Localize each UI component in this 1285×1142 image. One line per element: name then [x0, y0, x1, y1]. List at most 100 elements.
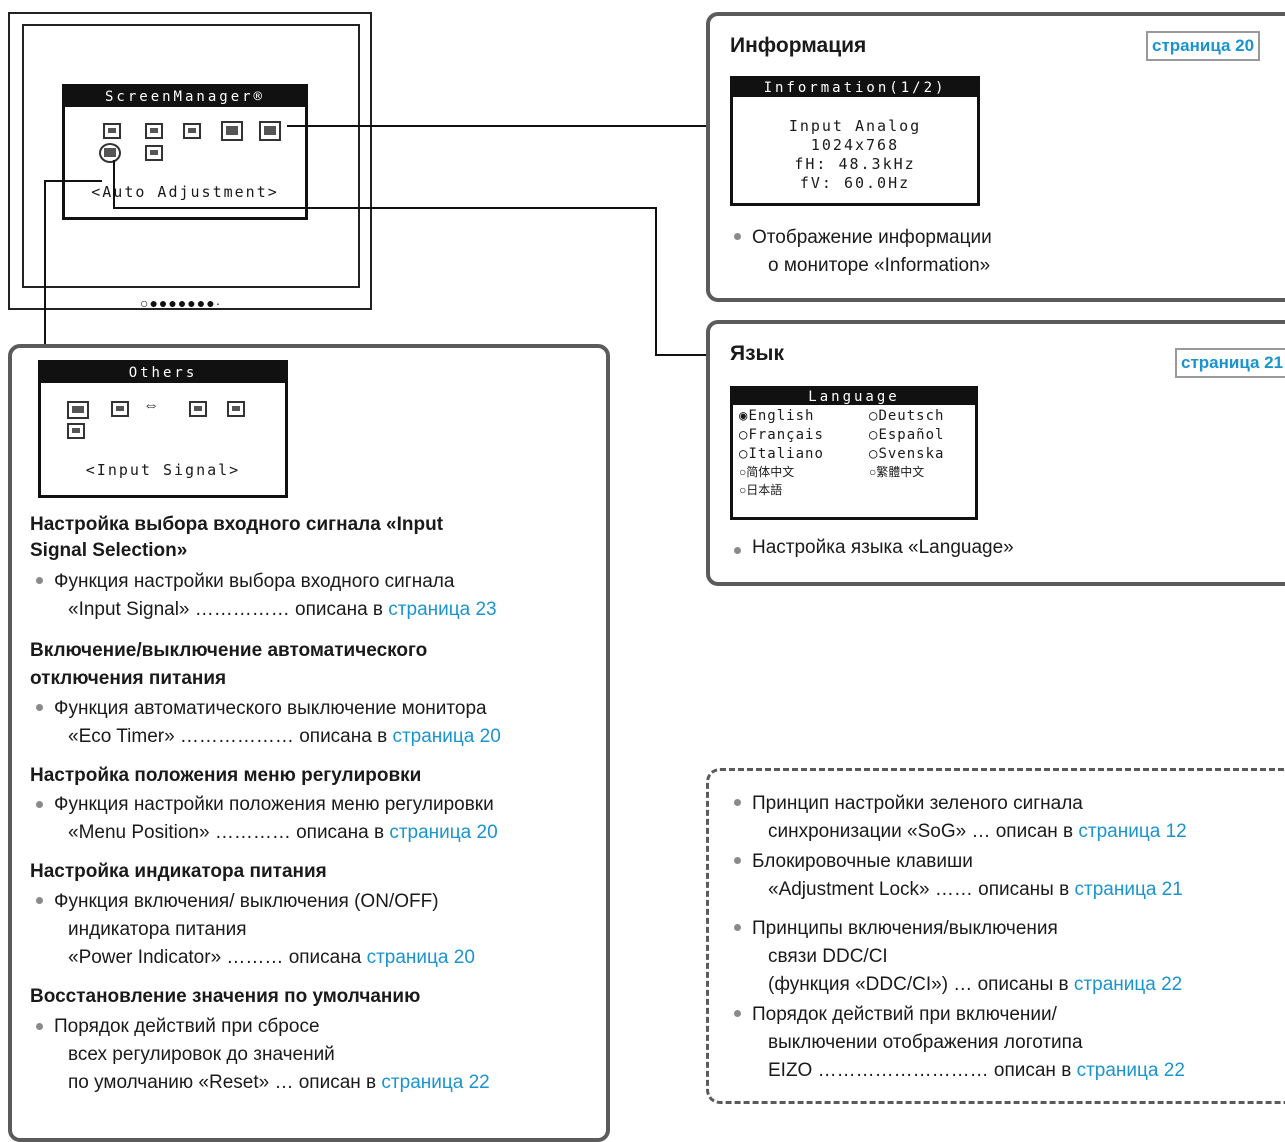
- section-heading: Восстановление значения по умолчанию: [30, 986, 421, 1007]
- section-text: Функция настройки положения меню регулир…: [54, 794, 494, 815]
- menu-position-icon[interactable]: ⇔: [143, 397, 159, 414]
- osd-caption: <Auto Adjustment>: [91, 183, 279, 201]
- others-icon[interactable]: [221, 121, 243, 141]
- information-desc-2: о мониторе «Information»: [768, 255, 991, 276]
- page-link[interactable]: страница 20: [366, 947, 475, 968]
- osd-title: ScreenManager®: [65, 87, 305, 107]
- bullet-icon: [734, 233, 741, 240]
- notes-panel: [706, 768, 1285, 1104]
- section-text: «Power Indicator» ……… описана страница 2…: [68, 947, 475, 968]
- input-signal-icon[interactable]: [67, 401, 89, 419]
- note-text: EIZO ……………………… описан в страница 22: [768, 1060, 1185, 1081]
- page-link[interactable]: страница 20: [389, 822, 498, 843]
- note-text: «Adjustment Lock» …… описаны в страница …: [768, 879, 1183, 900]
- section-text: «Eco Timer» ……………… описана в страница 20: [68, 726, 501, 747]
- lang-option[interactable]: Italiano: [748, 446, 824, 462]
- monitor-frame: [8, 12, 372, 310]
- information-osd: Information(1/2) Input Analog 1024x768 f…: [730, 76, 980, 206]
- section-text: индикатора питания: [68, 919, 247, 940]
- monitor-screen: [22, 24, 360, 288]
- section-text: Порядок действий при сбросе: [54, 1016, 320, 1037]
- section-heading: отключения питания: [30, 668, 227, 689]
- language-desc: Настройка языка «Language»: [752, 537, 1014, 558]
- section-heading: Настройка индикатора питания: [30, 861, 327, 882]
- section-heading: Настройка положения меню регулировки: [30, 765, 422, 786]
- exit-icon[interactable]: [145, 145, 163, 161]
- others-osd-caption: <Input Signal>: [85, 461, 241, 479]
- power-indicator-icon[interactable]: [189, 401, 207, 417]
- language-osd-title: Language: [733, 389, 975, 405]
- lang-option[interactable]: 日本語: [746, 483, 783, 497]
- section-heading: Настройка выбора входного сигнала «Input: [30, 514, 444, 535]
- connector-lang-h1: [113, 207, 656, 209]
- connector-others-v: [44, 180, 46, 360]
- info-line: fV: 60.0Hz: [799, 174, 911, 192]
- bullet-icon: [734, 857, 741, 864]
- lang-option[interactable]: Español: [878, 427, 945, 443]
- connector-lang-v1: [113, 160, 115, 208]
- page-link[interactable]: страница 22: [1073, 974, 1183, 995]
- info-line: Input Analog: [788, 117, 922, 135]
- note-text: Блокировочные клавиши: [752, 851, 973, 872]
- lang-option[interactable]: Deutsch: [878, 408, 945, 424]
- eco-timer-icon[interactable]: [111, 401, 129, 417]
- lang-option[interactable]: Français: [748, 427, 824, 443]
- information-icon[interactable]: [259, 121, 281, 141]
- monitor-buttons: ○●●●●●●●·: [140, 295, 222, 311]
- connector-others-h: [44, 180, 102, 182]
- others-osd: Others ⇔ <Input Signal>: [38, 360, 288, 498]
- color-icon[interactable]: [145, 123, 163, 139]
- bullet-icon: [734, 799, 741, 806]
- language-osd: Language ◉English ○Deutsch ○Français ○Es…: [730, 386, 978, 520]
- bullet-icon: [36, 1023, 43, 1030]
- lang-option[interactable]: Svenska: [878, 446, 945, 462]
- section-heading: Signal Selection»: [30, 540, 188, 561]
- screenmanager-osd: ScreenManager® <Auto Adjustment>: [62, 84, 308, 220]
- page-link[interactable]: страница 22: [381, 1072, 490, 1093]
- lang-option[interactable]: 繁體中文: [876, 465, 925, 479]
- information-page-ref[interactable]: страница 20: [1146, 31, 1261, 61]
- note-text: (функция «DDC/CI») … описаны в страница …: [768, 974, 1183, 995]
- auto-adjust-icon[interactable]: [103, 123, 121, 139]
- bullet-icon: [734, 924, 741, 931]
- information-desc-1: Отображение информации: [752, 227, 992, 248]
- bullet-icon: [36, 801, 43, 808]
- lang-option[interactable]: English: [748, 408, 815, 424]
- info-line: 1024x768: [810, 136, 900, 154]
- bullet-icon: [734, 1010, 741, 1017]
- section-text: всех регулировок до значений: [68, 1044, 335, 1065]
- language-icon[interactable]: [99, 143, 121, 163]
- connector-lang-v2: [655, 207, 657, 355]
- return-icon[interactable]: [67, 423, 85, 439]
- screen-icon[interactable]: [183, 123, 201, 139]
- others-panel: [8, 344, 610, 1142]
- page-link[interactable]: страница 22: [1076, 1060, 1185, 1081]
- section-text: «Input Signal» …………… описана в страница …: [68, 599, 497, 620]
- bullet-icon: [36, 704, 43, 711]
- section-heading: Включение/выключение автоматического: [30, 640, 428, 661]
- note-text: Порядок действий при включении/: [752, 1004, 1057, 1025]
- page-link[interactable]: страница 20: [392, 726, 501, 747]
- lang-option[interactable]: 简体中文: [746, 465, 795, 479]
- reset-icon[interactable]: [227, 401, 245, 417]
- section-text: Функция автоматического выключение монит…: [54, 698, 487, 719]
- info-line: fH: 48.3kHz: [794, 155, 916, 173]
- section-text: Функция включения/ выключения (ON/OFF): [54, 891, 439, 912]
- others-osd-title: Others: [41, 363, 285, 383]
- note-text: связи DDC/CI: [768, 946, 888, 967]
- bullet-icon: [734, 547, 741, 554]
- connector-info: [287, 125, 707, 127]
- note-text: выключении отображения логотипа: [768, 1032, 1083, 1053]
- page-link[interactable]: страница 23: [388, 599, 497, 620]
- section-text: «Menu Position» ………… описана в страница …: [68, 822, 498, 843]
- language-title: Язык: [730, 342, 784, 365]
- information-title: Информация: [730, 34, 867, 57]
- section-text: Функция настройки выбора входного сигнал…: [54, 571, 455, 592]
- note-text: Принцип настройки зеленого сигнала: [752, 793, 1083, 814]
- bullet-icon: [36, 577, 43, 584]
- language-page-ref[interactable]: страница 21: [1175, 348, 1285, 378]
- page-link[interactable]: страница 12: [1078, 821, 1187, 842]
- connector-lang-h2: [655, 354, 707, 356]
- section-text: по умолчанию «Reset» … описан в страница…: [68, 1072, 490, 1093]
- page-link[interactable]: страница 21: [1074, 879, 1183, 900]
